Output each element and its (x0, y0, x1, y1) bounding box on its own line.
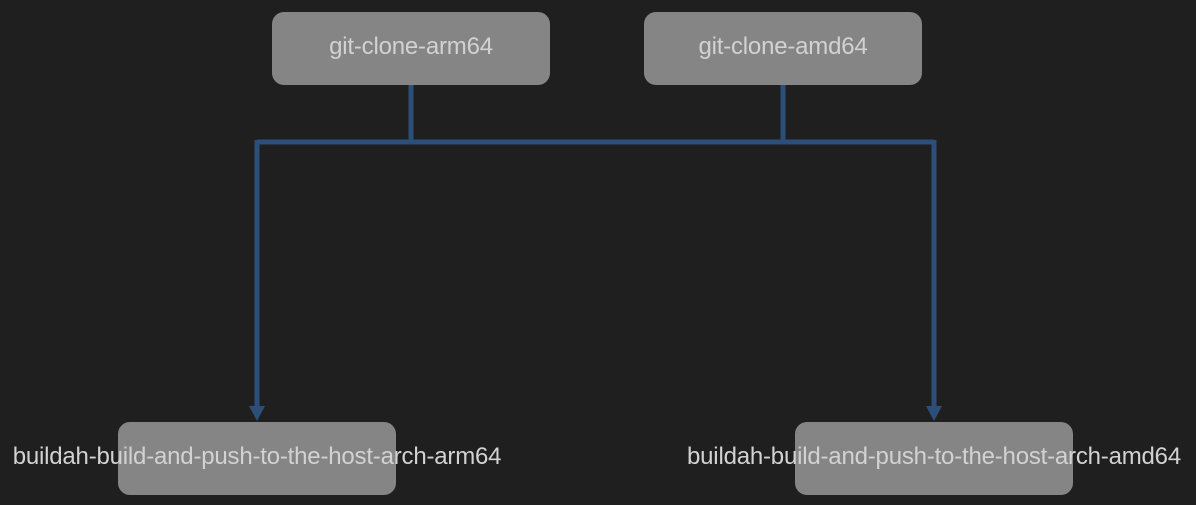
node-label-git-clone-amd64: git-clone-amd64 (698, 33, 868, 60)
node-git-clone-arm64[interactable] (272, 12, 550, 85)
node-label-buildah-amd64: buildah-build-and-push-to-the-host-arch-… (687, 443, 1181, 470)
node-label-git-clone-arm64: git-clone-arm64 (329, 33, 493, 60)
arrowhead-buildah-arm64 (249, 406, 265, 421)
arrowhead-buildah-amd64 (926, 406, 942, 421)
node-label-buildah-arm64: buildah-build-and-push-to-the-host-arch-… (12, 443, 502, 470)
node-buildah-amd64[interactable] (795, 422, 1073, 495)
node-git-clone-amd64[interactable] (644, 12, 922, 85)
node-buildah-arm64[interactable] (118, 422, 396, 495)
